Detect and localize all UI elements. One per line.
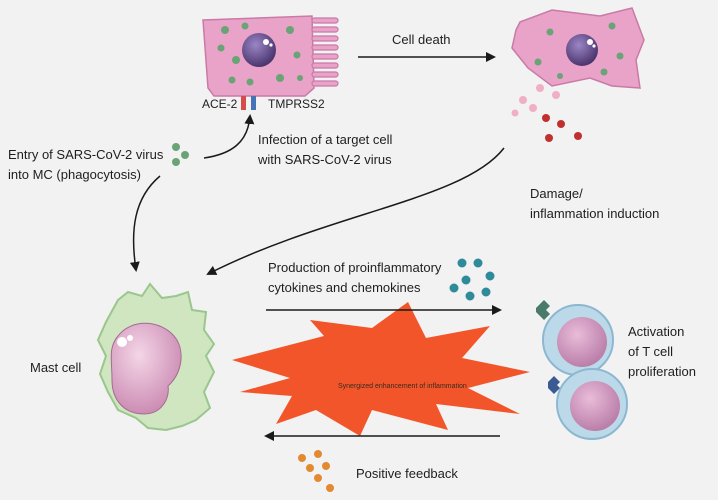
entry-label-line2: into MC (phagocytosis) (8, 167, 141, 182)
positive-feedback-label: Positive feedback (356, 466, 458, 481)
production-label: Production of proinflammatory cytokines … (268, 258, 441, 298)
inflammation-burst (232, 302, 530, 436)
free-virus-particles (172, 143, 189, 166)
virus-particles-dying (534, 22, 624, 79)
tmprss2-receptor (251, 96, 256, 110)
damage-label-line1: Damage/ (530, 186, 583, 201)
infection-arrow (203, 114, 255, 159)
t-cell-bottom (548, 368, 628, 440)
production-label-line2: cytokines and chemokines (268, 280, 421, 295)
microvilli (311, 17, 339, 87)
infection-label: Infection of a target cell with SARS-CoV… (258, 130, 392, 170)
damage-label-line2: inflammation induction (530, 206, 660, 221)
arrows (129, 52, 505, 441)
released-particles (511, 84, 582, 142)
t-cell-top (536, 300, 614, 376)
mast-cell-label: Mast cell (30, 360, 82, 375)
virus-particles-in-cell (217, 22, 303, 86)
activation-label-line1: Activation (628, 324, 685, 339)
damage-arrow (206, 147, 505, 275)
activation-label-line2: of T cell (628, 344, 674, 359)
activation-label: Activation of T cell proliferation (628, 322, 696, 382)
cytokines (449, 258, 495, 301)
production-label-line1: Production of proinflammatory (268, 260, 442, 275)
ace2-label: ACE-2 (202, 97, 238, 111)
tmprss2-label: TMPRSS2 (268, 97, 325, 111)
entry-label: Entry of SARS-CoV-2 virus into MC (phago… (8, 145, 163, 185)
dying-nucleus (566, 34, 598, 66)
activation-label-line3: proliferation (628, 364, 696, 379)
entry-label-line1: Entry of SARS-CoV-2 virus (8, 147, 164, 162)
cell-death-label: Cell death (392, 32, 451, 47)
feedback-particles (298, 450, 334, 492)
ace2-receptor (241, 96, 246, 110)
damage-label: Damage/ inflammation induction (530, 184, 659, 224)
target-nucleus (242, 33, 276, 67)
synergized-label: Synergized enhancement of inflammation (338, 383, 467, 390)
entry-arrow (129, 175, 161, 272)
infection-label-line1: Infection of a target cell (258, 132, 393, 147)
dying-cell (511, 7, 645, 89)
infection-label-line2: with SARS-CoV-2 virus (258, 152, 392, 167)
mast-cell (96, 282, 216, 432)
target-cell (202, 15, 339, 97)
